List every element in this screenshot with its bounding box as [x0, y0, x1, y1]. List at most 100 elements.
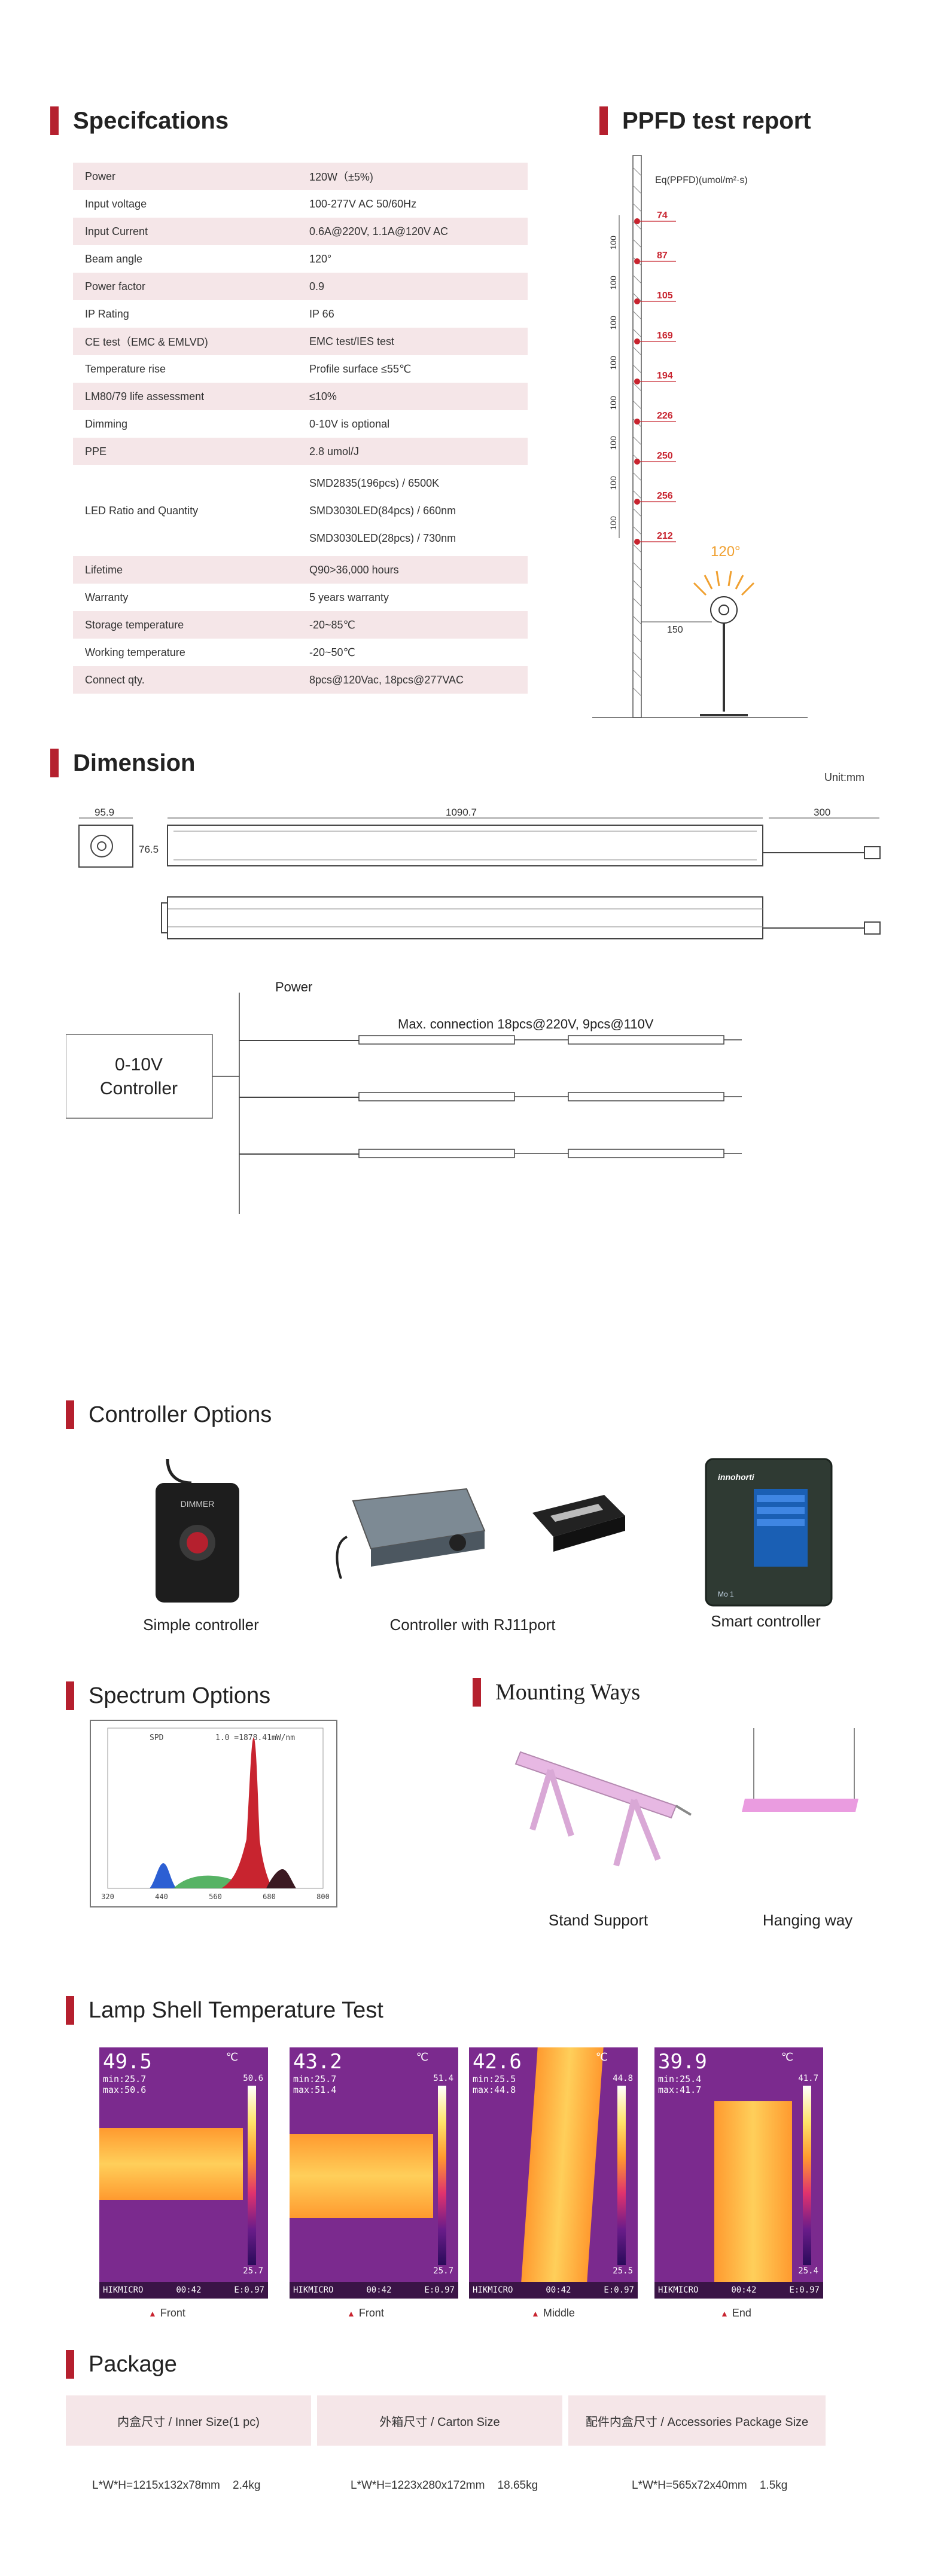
spec-key: Dimming [85, 417, 128, 430]
unit-icon: ℃ [781, 2051, 793, 2063]
spectrum-section-title: Spectrum Options [66, 1681, 270, 1710]
ppfd-spacing-label: 100 [608, 396, 618, 410]
hanging-way-caption: Hanging way [762, 1911, 853, 1929]
ppfd-spacing-label: 100 [608, 436, 618, 450]
spec-key: Beam angle [85, 252, 143, 265]
offset-label: 150 [667, 625, 683, 635]
ppfd-point [634, 298, 640, 304]
spec-value: 0.9 [297, 273, 528, 300]
brand-label: HIKMICRO [473, 2285, 513, 2295]
title-accent-bar [66, 1681, 74, 1710]
fixture-side-view [167, 896, 763, 939]
title-accent-bar [50, 106, 59, 135]
connector-icon [864, 846, 881, 859]
ppfd-point [634, 379, 640, 384]
ppfd-point [634, 459, 640, 465]
power-label: Power [275, 981, 312, 994]
package-dim: L*W*H=565x72x40mm [632, 2479, 747, 2492]
scale-max: 50.6 [243, 2074, 263, 2083]
scale-min: 25.4 [798, 2266, 818, 2276]
spec-value: 0-10V is optional [309, 417, 390, 430]
length-label: 1090.7 [446, 807, 477, 818]
ppfd-spacing-label: 100 [608, 236, 618, 250]
spectrum-tick: 320 [101, 1893, 114, 1901]
spec-value: -20~85℃ [297, 611, 528, 639]
spec-row: Dimming 0-10V is optional [73, 410, 528, 438]
ppfd-point [634, 218, 640, 224]
dimension-drawing: 95.9 76.5 1090.7 300 [78, 807, 881, 939]
spec-row: Connect qty.8pcs@120Vac, 18pcs@277VAC [73, 666, 528, 694]
color-scale [248, 2086, 256, 2265]
package-weight: 2.4kg [233, 2479, 261, 2492]
spec-value: 8pcs@120Vac, 18pcs@277VAC [297, 666, 528, 694]
red-peak [221, 1738, 272, 1888]
spec-value: 0.6A@220V, 1.1A@120V AC [297, 218, 528, 245]
driver-display [550, 1504, 603, 1522]
beam-angle-label: 120° [711, 544, 741, 560]
spec-value: IP 66 [309, 307, 334, 320]
smart-screen-row [757, 1507, 805, 1514]
rj11-knob [449, 1534, 466, 1551]
spec-row: Storage temperature-20~85℃ [73, 611, 528, 639]
ppfd-spacing-label: 100 [608, 516, 618, 530]
caption-text: Middle [543, 2307, 575, 2319]
spec-key: Input voltage [85, 197, 147, 210]
spec-key: Working temperature [85, 646, 185, 658]
led-line-3: SMD3030LED(28pcs) / 730nm [309, 532, 456, 544]
spec-row-led: LED Ratio and Quantity SMD2835(196pcs) /… [73, 465, 528, 556]
hot-profile [520, 2047, 604, 2299]
smart-controller-image: innohorti Mo 1 [705, 1458, 833, 1607]
ppfd-value: 105 [657, 291, 673, 301]
thermal-caption-1: ▲Front [148, 2307, 185, 2319]
package-dim: L*W*H=1223x280x172mm [351, 2479, 485, 2492]
max-readout: max:50.6 [103, 2084, 147, 2095]
connector-icon [864, 921, 881, 935]
spec-key: Warranty [85, 591, 129, 603]
wiring-diagram: 0-10V Controller Power Max. connection 1… [66, 981, 742, 1214]
min-readout: min:25.7 [293, 2074, 337, 2084]
ppfd-section-title: PPFD test report [599, 106, 811, 135]
smart-screen-row [757, 1519, 805, 1526]
spec-key: LED Ratio and Quantity [85, 504, 199, 517]
spec-value: Profile surface ≤55℃ [309, 362, 412, 375]
spectrum-plot-area [107, 1727, 324, 1889]
package-value-inner: L*W*H=1215x132x78mm 2.4kg [92, 2479, 260, 2492]
dimension-section-title: Dimension [50, 749, 195, 777]
rj11-driver-image [532, 1495, 625, 1552]
emissivity-label: E:0.97 [604, 2285, 634, 2295]
title-accent-bar [473, 1678, 481, 1707]
chain-fixture [568, 1092, 724, 1101]
spec-key: Input Current [73, 218, 297, 245]
triangle-icon: ▲ [148, 2309, 157, 2318]
ppfd-point [634, 338, 640, 344]
controller-box [66, 1034, 213, 1119]
spec-section-title: Specifcations [50, 106, 229, 135]
unit-icon: ℃ [595, 2051, 608, 2063]
min-readout: min:25.4 [658, 2074, 702, 2084]
spec-value: 100-277V AC 50/60Hz [309, 197, 417, 210]
center-temp: 42.6 [473, 2050, 522, 2074]
spec-key: Lifetime [73, 556, 297, 584]
color-scale [617, 2086, 626, 2265]
time-label: 00:42 [366, 2285, 392, 2295]
package-weight: 1.5kg [759, 2479, 788, 2492]
spd-reading: 1.0 =1878.41mW/nm [215, 1733, 295, 1742]
ppfd-pole [632, 155, 642, 718]
smart-screen-row [757, 1495, 805, 1502]
hot-profile [714, 2101, 792, 2299]
center-temp: 43.2 [293, 2050, 342, 2074]
triangle-icon: ▲ [531, 2309, 540, 2318]
ppfd-value: 256 [657, 491, 673, 501]
spectrum-tick: 440 [155, 1893, 168, 1901]
